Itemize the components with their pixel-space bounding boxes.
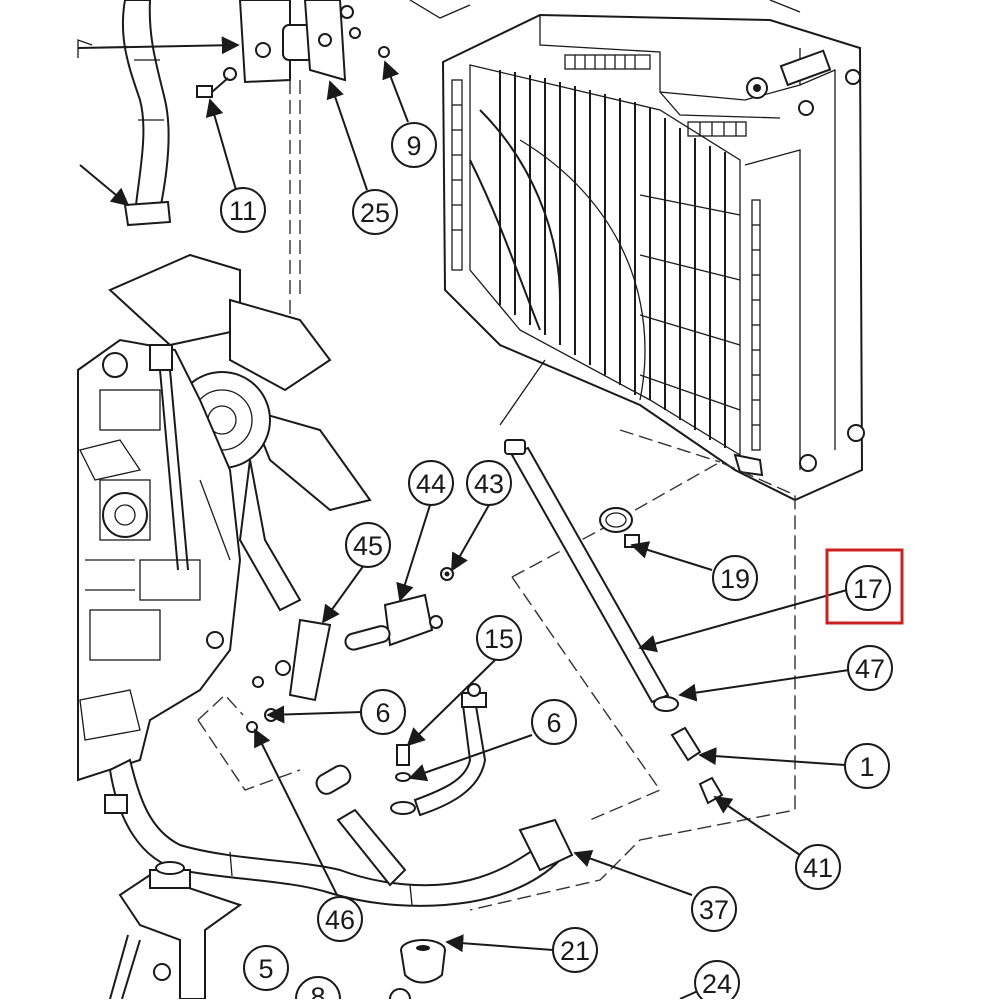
callout-label: 6 [375,698,390,728]
overflow-pipe [504,439,724,805]
highlight-box [825,548,904,625]
leader-lines [77,36,850,1000]
callout-6-lower: 6 [531,699,577,745]
engine-details [79,344,231,741]
upper-hose [121,0,172,227]
radiator-right-slots [751,199,761,451]
lower-bracket [109,861,243,1000]
callout-5: 5 [243,945,289,991]
callout-15: 15 [476,615,522,661]
callout-17: 17 [825,548,904,625]
callout-45: 45 [345,522,391,568]
callout-25: 25 [352,189,398,235]
shroud-left-slots [451,79,463,271]
callout-label: 1 [859,752,874,782]
radiator-grille [469,64,741,457]
callout-8: 8 [295,976,341,1004]
callout-label: 37 [699,895,729,925]
callout-label: 44 [416,469,446,499]
callout-label: 46 [325,905,355,935]
callout-label: 24 [702,969,732,999]
callout-label: 43 [474,469,504,499]
callout-label: 19 [720,564,750,594]
callout-9: 9 [391,122,437,168]
radiator-assembly [441,13,865,502]
upper-bracket [196,0,390,98]
callout-46: 46 [317,896,363,942]
callout-label: 15 [484,624,514,654]
engine-assembly [77,253,372,782]
callout-label: 5 [258,954,273,984]
callout-label: 17 [853,574,883,604]
hose-clamp [599,507,640,548]
callout-24: 24 [694,960,740,1004]
callout-label: 25 [360,198,390,228]
callout-47: 47 [847,645,893,691]
callout-11: 11 [220,187,266,233]
small-hose [390,683,487,817]
callout-label: 45 [353,531,383,561]
elbow-pipe [315,764,407,887]
callout-19: 19 [712,555,758,601]
callout-label: 9 [406,131,421,161]
callout-37: 37 [691,886,737,932]
callout-label: 6 [546,708,561,738]
shroud-top-slots [564,54,747,137]
callout-label: 41 [803,853,833,883]
callout-label: 8 [310,982,325,999]
callout-label: 11 [229,196,257,226]
callout-label: 47 [855,654,885,684]
callout-6-upper: 6 [360,689,406,735]
grommet [400,939,446,984]
callout-label: 21 [560,936,590,966]
callout-41: 41 [795,844,841,890]
callout-21: 21 [552,927,598,973]
callout-43: 43 [466,460,512,506]
callout-1: 1 [844,743,890,789]
callout-44: 44 [408,460,454,506]
lower-hose [104,758,574,907]
